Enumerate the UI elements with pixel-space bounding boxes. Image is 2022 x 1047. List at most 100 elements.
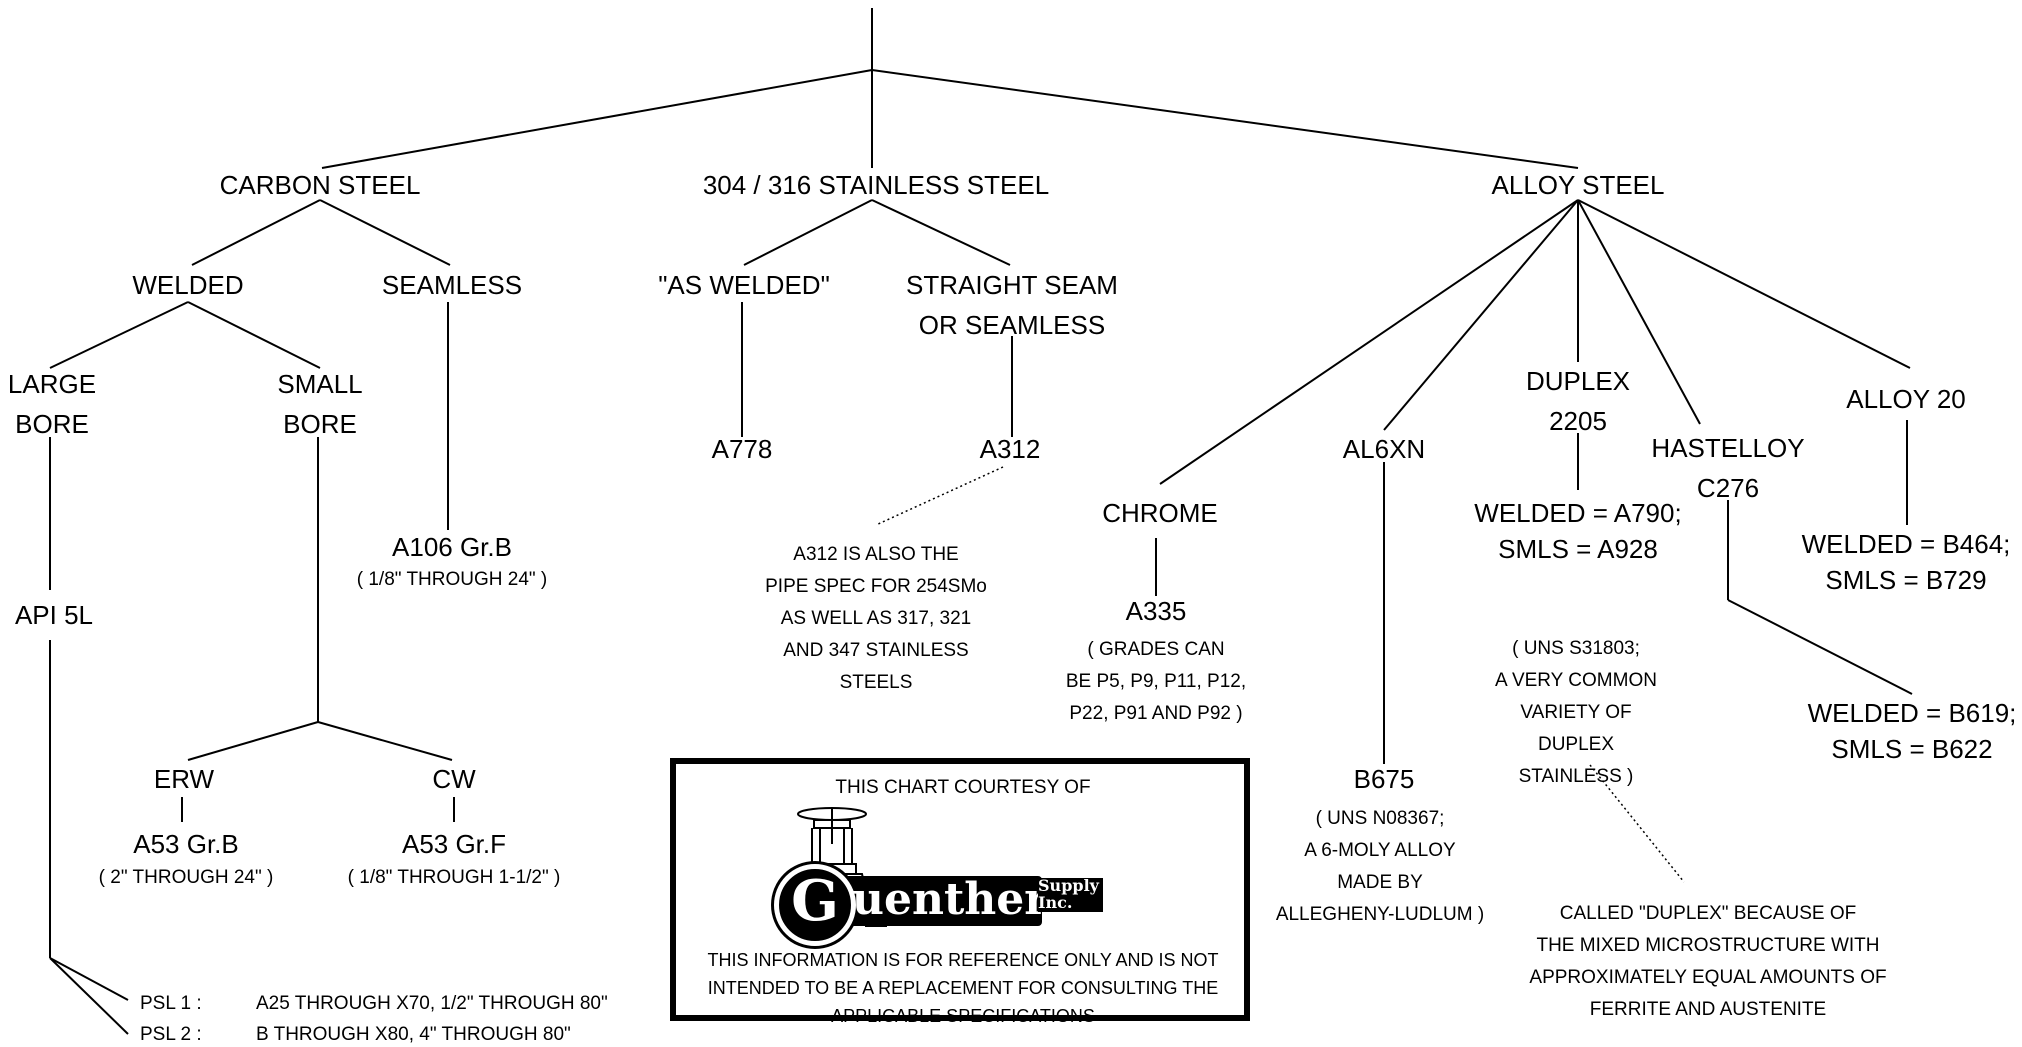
node-straight-seam: STRAIGHT SEAM OR SEAMLESS xyxy=(906,272,1118,338)
connector-root-alloy xyxy=(871,69,1579,169)
node-api-5l: API 5L xyxy=(14,600,94,630)
connector-welded-large xyxy=(49,301,189,369)
node-welded: WELDED xyxy=(132,270,244,300)
duplex-explanation: CALLED "DUPLEX" BECAUSE OF THE MIXED MIC… xyxy=(1529,898,1886,1026)
alloy20-spec-line2: SMLS = B729 xyxy=(1825,565,1987,595)
psl2-value: B THROUGH X80, 4" THROUGH 80" xyxy=(256,1024,571,1045)
connector-alloy-alloy20 xyxy=(1577,199,1911,369)
duplex-spec-line1: WELDED = A790; xyxy=(1474,498,1682,528)
connector-alloy-al6xn xyxy=(1383,199,1579,431)
a335-note-line3: P22, P91 AND P92 ) xyxy=(1069,703,1243,724)
node-small-bore: SMALL BORE xyxy=(277,371,362,437)
connector-stainless-aswelded xyxy=(743,199,873,266)
courtesy-disclaimer-line3: APPLICABLE SPECIFICATIONS xyxy=(831,1006,1095,1026)
connector-small-erw xyxy=(187,721,319,761)
psl2-label: PSL 2 : xyxy=(140,1024,202,1045)
duplex-explanation-line1: CALLED "DUPLEX" BECAUSE OF xyxy=(1559,903,1857,924)
a335-note: ( GRADES CAN BE P5, P9, P11, P12, P22, P… xyxy=(1066,634,1246,730)
logo-supply-line1: Supply xyxy=(1038,876,1099,895)
b675-note-line2: A 6-MOLY ALLOY xyxy=(1304,840,1456,861)
alloy20-spec-line1: WELDED = B464; xyxy=(1801,529,2011,559)
logo-supply-line2: Inc. xyxy=(1038,892,1073,912)
node-straight-seam-line2: OR SEAMLESS xyxy=(918,310,1106,340)
node-al6xn: AL6XN xyxy=(1342,434,1426,464)
node-hastelloy-line2: C276 xyxy=(1696,473,1760,503)
a312-note-line3: AS WELL AS 317, 321 xyxy=(780,608,972,629)
connector-alloy-hastelloy xyxy=(1577,199,1701,425)
courtesy-title: THIS CHART COURTESY OF xyxy=(835,777,1091,798)
a335-note-line1: ( GRADES CAN xyxy=(1087,639,1225,660)
a312-note: A312 IS ALSO THE PIPE SPEC FOR 254SMo AS… xyxy=(765,539,987,699)
node-large-bore-line2: BORE xyxy=(15,409,89,439)
node-a312: A312 xyxy=(979,434,1041,464)
node-as-welded: "AS WELDED" xyxy=(658,270,830,300)
connector-stainless-straight xyxy=(871,199,1011,266)
node-a106: A106 Gr.B xyxy=(392,532,512,562)
connector-carbon-welded xyxy=(191,199,321,266)
node-erw: ERW xyxy=(153,764,215,794)
hastelloy-spec-line2: SMLS = B622 xyxy=(1831,734,1993,764)
connector-a312-note xyxy=(875,466,1004,526)
logo-initial-badge: G xyxy=(774,864,856,946)
node-b675: B675 xyxy=(1353,764,1415,794)
courtesy-disclaimer: THIS INFORMATION IS FOR REFERENCE ONLY A… xyxy=(707,946,1218,1030)
node-small-bore-line2: BORE xyxy=(283,409,357,439)
connector-root-carbon xyxy=(321,69,873,169)
node-chrome: CHROME xyxy=(1102,498,1218,528)
psl1-value: A25 THROUGH X70, 1/2" THROUGH 80" xyxy=(256,993,608,1014)
connector-hastelloy-spec xyxy=(1727,599,1913,695)
courtesy-box: THIS CHART COURTESY OF G uenther Supply … xyxy=(670,758,1250,1026)
node-a335: A335 xyxy=(1125,596,1187,626)
duplex-note: ( UNS S31803; A VERY COMMON VARIETY OF D… xyxy=(1495,633,1657,793)
node-stainless-steel: 304 / 316 STAINLESS STEEL xyxy=(702,170,1050,200)
connector-psl-branch2 xyxy=(49,957,129,1035)
connector-psl-branch1 xyxy=(49,957,129,1001)
b675-note-line3: MADE BY xyxy=(1337,872,1423,893)
connector-alloy-chrome xyxy=(1159,199,1579,485)
b675-note-line1: ( UNS N08367; xyxy=(1315,808,1445,829)
duplex-note-line1: ( UNS S31803; xyxy=(1512,638,1640,659)
node-large-bore: LARGE BORE xyxy=(8,371,96,437)
node-a53-grf-range: ( 1/8" THROUGH 1-1/2" ) xyxy=(347,867,561,888)
a312-note-line5: STEELS xyxy=(839,672,913,693)
connector-duplex-explain xyxy=(1589,764,1685,883)
duplex-note-line5: STAINLESS ) xyxy=(1518,766,1634,787)
a312-note-line2: PIPE SPEC FOR 254SMo xyxy=(765,576,987,597)
node-duplex-line1: DUPLEX xyxy=(1525,366,1631,396)
duplex-explanation-line3: APPROXIMATELY EQUAL AMOUNTS OF xyxy=(1529,967,1887,988)
a312-note-line1: A312 IS ALSO THE xyxy=(793,544,959,565)
connector-carbon-seamless xyxy=(319,199,451,266)
courtesy-disclaimer-line1: THIS INFORMATION IS FOR REFERENCE ONLY A… xyxy=(707,950,1219,970)
hastelloy-spec: WELDED = B619; SMLS = B622 xyxy=(1808,700,2017,762)
node-a53-grb: A53 Gr.B xyxy=(133,829,239,859)
node-small-bore-line1: SMALL xyxy=(277,369,363,399)
duplex-note-line4: DUPLEX xyxy=(1537,734,1615,755)
node-a778: A778 xyxy=(711,434,773,464)
duplex-spec-line2: SMLS = A928 xyxy=(1498,534,1658,564)
node-hastelloy-c276: HASTELLOY C276 xyxy=(1651,435,1804,501)
node-large-bore-line1: LARGE xyxy=(7,369,97,399)
b675-note-line4: ALLEGHENY-LUDLUM ) xyxy=(1275,904,1485,925)
node-straight-seam-line1: STRAIGHT SEAM xyxy=(906,270,1118,300)
node-cw: CW xyxy=(432,764,476,794)
node-duplex-2205: DUPLEX 2205 xyxy=(1526,368,1630,434)
logo-supply-inc: Supply Inc. xyxy=(1038,876,1103,912)
duplex-note-line3: VARIETY OF xyxy=(1520,702,1632,723)
duplex-explanation-line2: THE MIXED MICROSTRUCTURE WITH xyxy=(1536,935,1880,956)
psl1-label: PSL 1 : xyxy=(140,993,202,1014)
courtesy-disclaimer-line2: INTENDED TO BE A REPLACEMENT FOR CONSULT… xyxy=(707,978,1219,998)
node-carbon-steel: CARBON STEEL xyxy=(219,170,421,200)
a312-note-line4: AND 347 STAINLESS xyxy=(783,640,969,661)
connector-small-cw xyxy=(317,721,453,761)
a335-note-line2: BE P5, P9, P11, P12, xyxy=(1065,671,1247,692)
b675-note: ( UNS N08367; A 6-MOLY ALLOY MADE BY ALL… xyxy=(1276,803,1484,931)
hastelloy-spec-line1: WELDED = B619; xyxy=(1807,698,2017,728)
alloy20-spec: WELDED = B464; SMLS = B729 xyxy=(1802,531,2011,593)
duplex-spec: WELDED = A790; SMLS = A928 xyxy=(1474,500,1681,562)
node-a53-grf: A53 Gr.F xyxy=(401,829,507,859)
node-alloy-20: ALLOY 20 xyxy=(1846,384,1966,414)
connector-welded-small xyxy=(187,301,321,369)
duplex-note-line2: A VERY COMMON xyxy=(1495,670,1657,691)
node-a106-range: ( 1/8" THROUGH 24" ) xyxy=(356,569,548,590)
